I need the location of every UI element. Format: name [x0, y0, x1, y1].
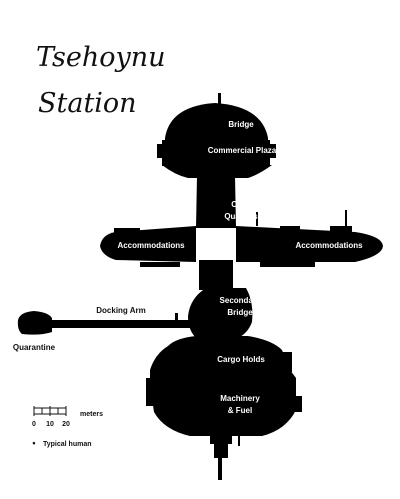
- label-cargo-holds: Cargo Holds: [217, 355, 265, 364]
- central-spine: [199, 260, 233, 290]
- label-machinery-line2: & Fuel: [228, 406, 252, 415]
- secondary-bridge-module: [188, 288, 253, 338]
- cargo-holds-module: [150, 336, 296, 436]
- crew-quarters-module: [196, 176, 236, 228]
- label-quarantine: Quarantine: [13, 343, 56, 352]
- quarantine-module: [17, 311, 52, 335]
- label-secondary-bridge-line1: Secondary: [220, 296, 261, 305]
- label-secondary-bridge-line2: Bridge: [227, 308, 253, 317]
- typical-human-label: Typical human: [43, 441, 92, 448]
- label-docking-arm: Docking Arm: [96, 306, 146, 315]
- diagram-title-line1: Tsehoynu: [36, 42, 166, 73]
- lower-antenna: [210, 434, 232, 444]
- scale-tick-20: 20: [62, 421, 70, 428]
- label-crew-quarters-line1: Crew: [231, 200, 251, 209]
- label-bridge: Bridge: [228, 120, 254, 129]
- scale-tick-0: 0: [32, 421, 36, 428]
- plaza-underside: [162, 165, 272, 178]
- label-accommodations-right: Accommodations: [295, 241, 363, 250]
- accommodations-right-module: [236, 226, 383, 262]
- label-machinery-line1: Machinery: [220, 394, 260, 403]
- top-antenna: [218, 93, 221, 105]
- docking-arm-tube: [36, 320, 192, 328]
- label-accommodations-left: Accommodations: [117, 241, 185, 250]
- label-commercial-plaza: Commercial Plaza: [208, 146, 277, 155]
- diagram-title-line2: Station: [38, 88, 137, 119]
- scale-tick-10: 10: [46, 421, 54, 428]
- accommodations-left-module: [100, 226, 196, 262]
- scale-bar: [33, 406, 67, 416]
- typical-human-marker: •: [32, 438, 35, 448]
- commercial-plaza-module: [162, 140, 270, 166]
- scale-unit-label: meters: [80, 411, 103, 418]
- label-crew-quarters-line2: Quarters: [224, 212, 258, 221]
